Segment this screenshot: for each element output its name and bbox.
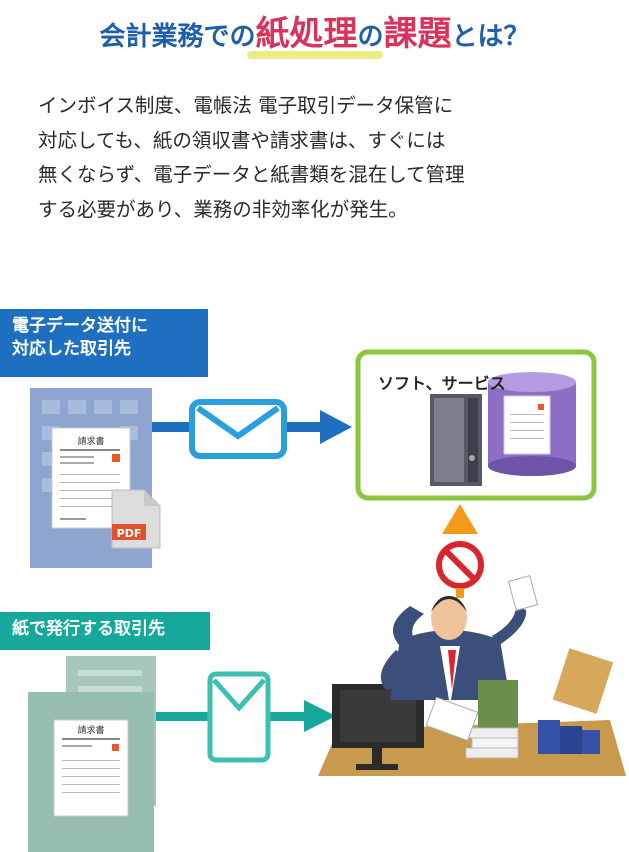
warning-stem: [456, 588, 464, 598]
description-line-4: する必要があり、業務の非効率化が発生。: [38, 197, 408, 221]
description-line-2: 対応しても、紙の領収書や請求書は、すぐには: [38, 128, 446, 152]
electronic-partner-label-line-1: 電子データ送付に: [12, 316, 148, 336]
email-envelope-icon: [189, 399, 287, 459]
binder-files-icon: [538, 720, 600, 754]
envelope-document-icon: [552, 648, 614, 714]
title-highlight: 紙処理: [255, 14, 358, 54]
prohibited-icon: [436, 541, 484, 589]
server-icon: [430, 394, 482, 486]
database-icon: [488, 372, 576, 476]
electronic-partner-label: 電子データ送付に 対応した取引先: [0, 309, 208, 377]
paper-invoice-title-text: 請求書: [77, 724, 104, 736]
software-service-label: ソフト、サービス: [378, 374, 506, 393]
pdf-badge-text: PDF: [117, 527, 142, 540]
paper-invoice-document-icon: [53, 719, 129, 817]
title-suffix: とは？: [451, 22, 530, 52]
pdf-file-icon: [111, 489, 161, 549]
title-underline: [247, 51, 383, 59]
invoice-title-text: 請求書: [77, 435, 104, 447]
title-highlight-2: 課題: [383, 14, 452, 54]
description: インボイス制度、電帳法 電子取引データ保管に 対応しても、紙の領収書や請求書は、…: [38, 89, 598, 227]
paper-partner-label: 紙で発行する取引先: [0, 612, 210, 650]
overwhelmed-worker-scene: [318, 575, 626, 776]
paper-envelope-icon: [207, 671, 271, 763]
title-middle: の: [357, 22, 384, 52]
electronic-partner-label-line-2: 対応した取引先: [12, 339, 131, 359]
description-line-1: インボイス制度、電帳法 電子取引データ保管に: [38, 94, 454, 117]
paper-stack-icon: [465, 727, 519, 759]
description-line-3: 無くならず、電子データと紙書類を混在して管理: [38, 163, 465, 186]
warning-triangle-icon: [442, 504, 478, 534]
title-prefix: 会計業務での: [99, 22, 256, 52]
page-title: 会計業務での紙処理の課題とは？: [0, 6, 629, 55]
